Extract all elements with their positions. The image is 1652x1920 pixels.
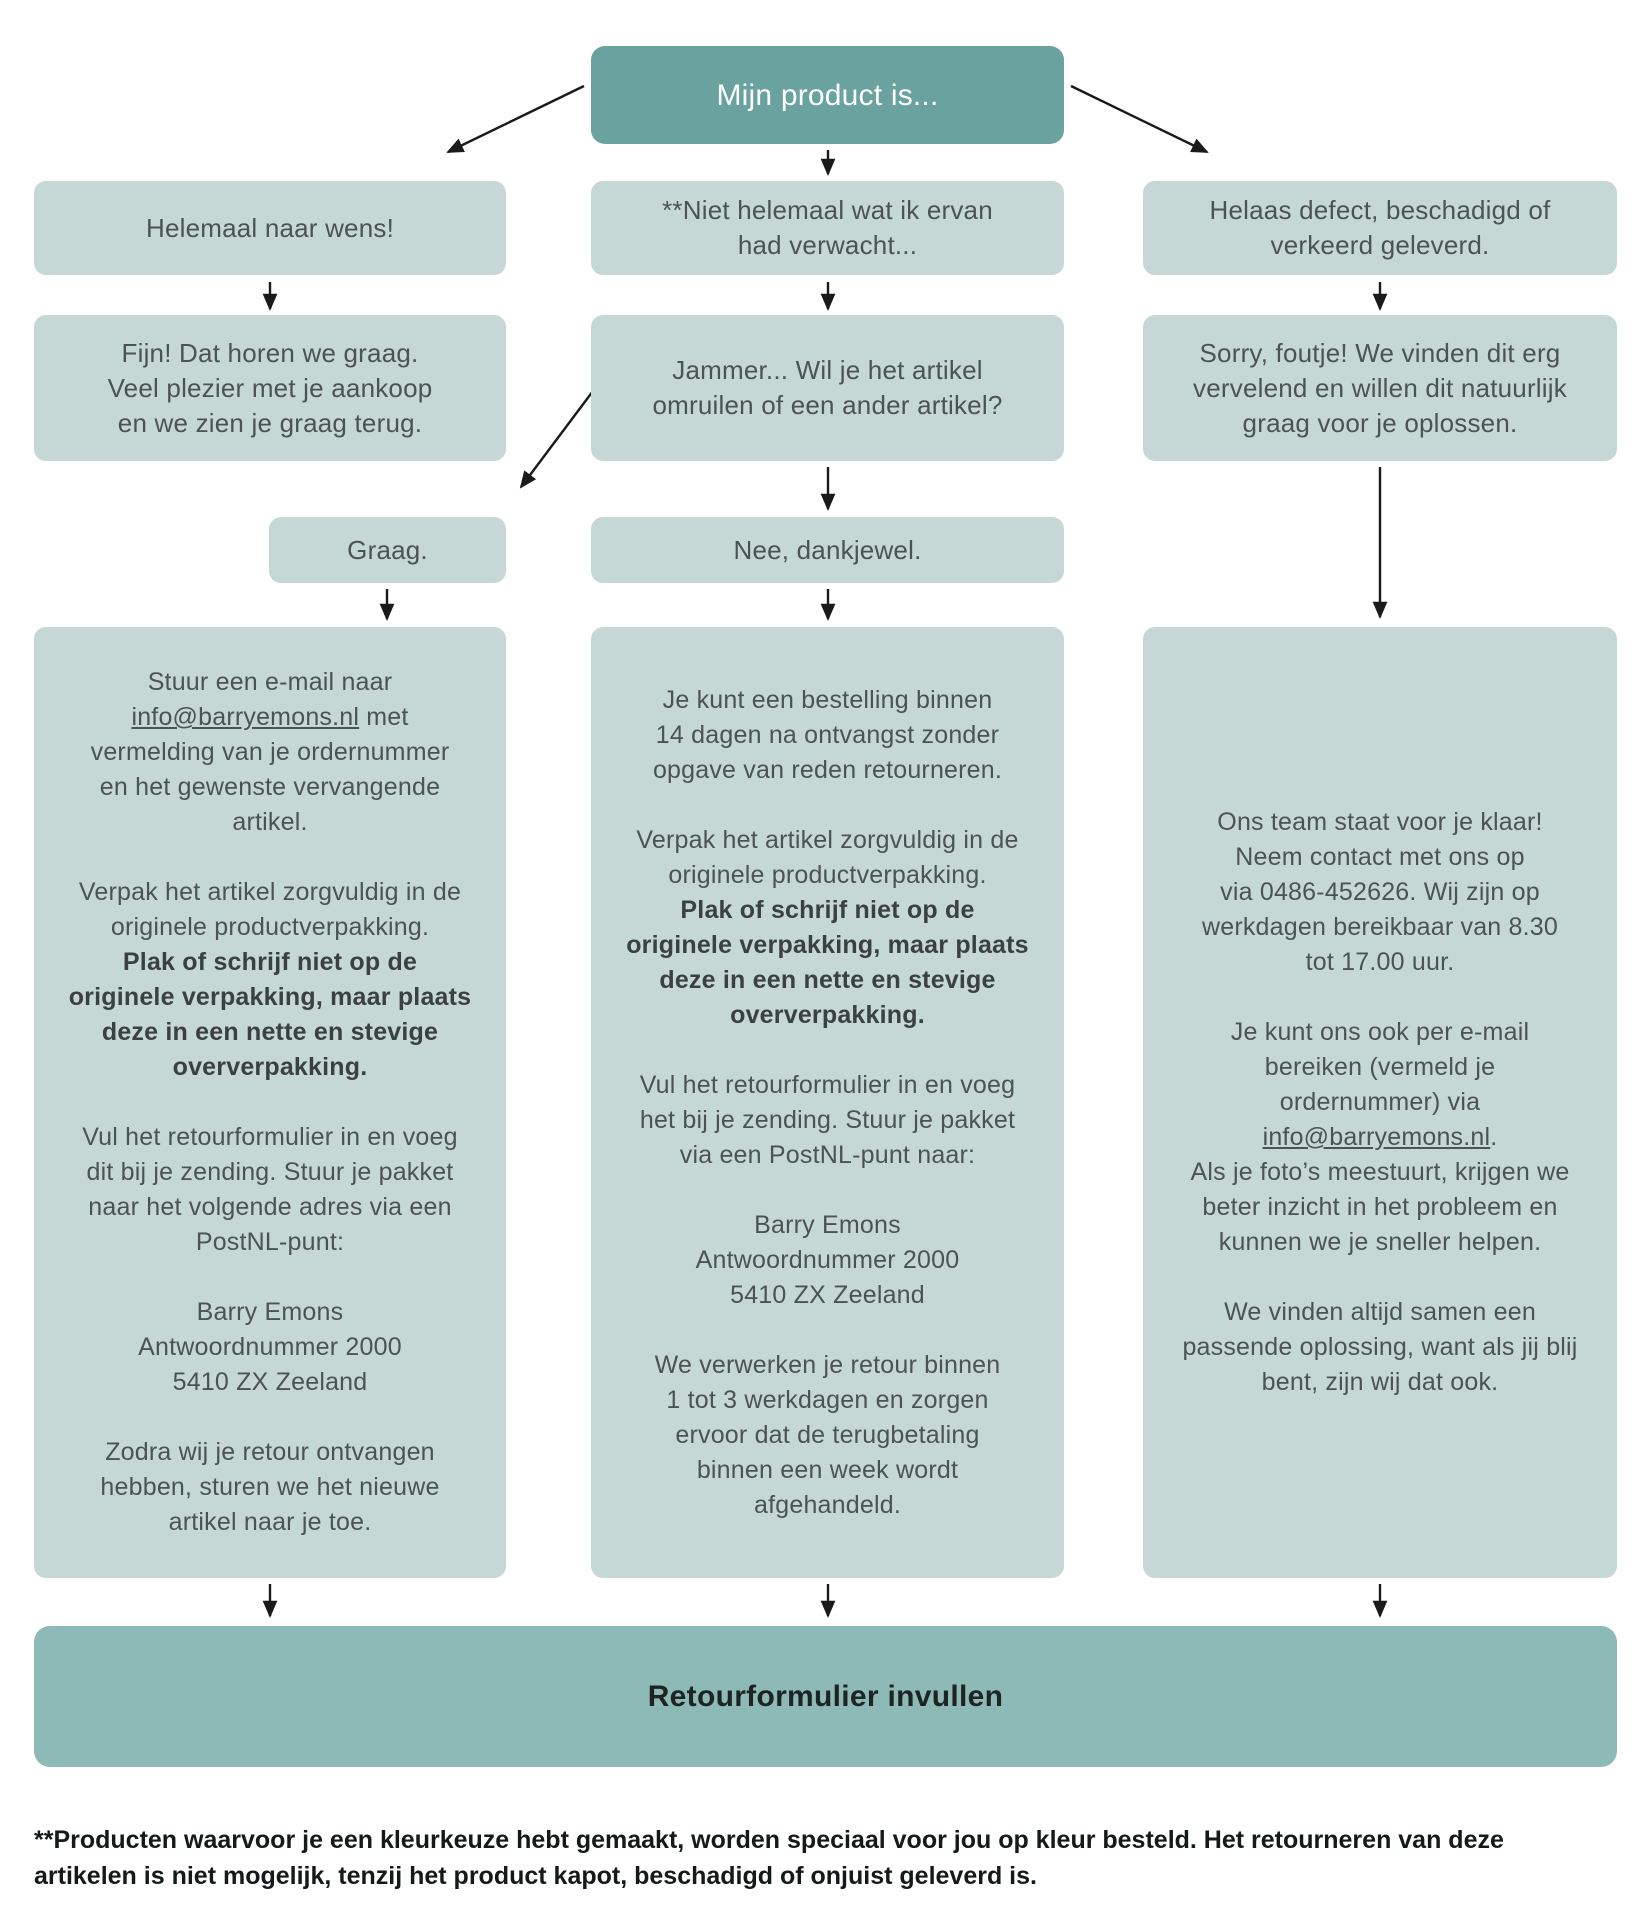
choice-graag-label: Graag. [347, 534, 428, 565]
option-left-label: Helemaal naar wens! [145, 212, 395, 243]
response-center-label: Jammer... Wil je het artikel omruilen of… [652, 355, 1003, 420]
node-root: Mijn product is... [591, 46, 1064, 144]
footnote: **Producten waarvoor je een kleurkeuze h… [34, 1826, 1504, 1890]
node-response-left: Fijn! Dat horen we graag. Veel plezier m… [34, 315, 506, 461]
response-right-label: Sorry, foutje! We vinden dit erg vervele… [1193, 337, 1567, 438]
node-detail-left: Stuur een e-mail naar info@barryemons.nl… [34, 627, 506, 1578]
choice-nee-label: Nee, dankjewel. [733, 534, 922, 565]
detail-center-p2: Verpak het artikel zorgvuldig in de orig… [636, 825, 1019, 889]
detail-center-p3: Vul het retourformulier in en voeg het b… [639, 1070, 1016, 1169]
email-link-right[interactable]: info@barryemons.nl [1262, 1123, 1491, 1151]
detail-right-p2: Je kunt ons ook per e-mail bereiken (ver… [1191, 1015, 1570, 1260]
email-link-left[interactable]: info@barryemons.nl [131, 703, 360, 731]
detail-left-p3: Vul het retourformulier in en voeg dit b… [82, 1123, 458, 1256]
arrow-root-to-right [1070, 84, 1209, 154]
detail-left-p1-after: met vermelding van je ordernummer en het… [90, 703, 450, 836]
node-choice-nee: Nee, dankjewel. [591, 517, 1064, 583]
detail-center-p5: We verwerken je retour binnen 1 tot 3 we… [654, 1350, 1001, 1519]
detail-left-p2-bold: Plak of schrijf niet op de originele ver… [68, 948, 472, 1081]
cta-label: Retourformulier invullen [647, 1679, 1004, 1713]
detail-center-address: Barry Emons Antwoordnummer 2000 5410 ZX … [695, 1210, 960, 1309]
arrow-root-to-left [446, 84, 585, 154]
detail-center-p2-bold: Plak of schrijf niet op de originele ver… [626, 895, 1029, 1029]
node-detail-center: Je kunt een bestelling binnen 14 dagen n… [591, 627, 1064, 1578]
root-label: Mijn product is... [716, 78, 939, 112]
arrow-response-to-graag [519, 386, 597, 489]
node-detail-right: Ons team staat voor je klaar! Neem conta… [1143, 627, 1617, 1578]
option-right-label: Helaas defect, beschadigd of verkeerd ge… [1209, 195, 1551, 260]
detail-left-p1-before: Stuur een e-mail naar [147, 668, 393, 696]
detail-right-p1: Ons team staat voor je klaar! Neem conta… [1201, 808, 1559, 976]
node-choice-graag: Graag. [269, 517, 506, 583]
node-response-center: Jammer... Wil je het artikel omruilen of… [591, 315, 1064, 461]
detail-left-p1: Stuur een e-mail naar info@barryemons.nl… [91, 665, 450, 840]
node-option-center: **Niet helemaal wat ik ervan had verwach… [591, 181, 1064, 275]
detail-left-address: Barry Emons Antwoordnummer 2000 5410 ZX … [138, 1298, 402, 1396]
detail-left-p2: Verpak het artikel zorgvuldig in de orig… [78, 878, 462, 941]
node-option-right: Helaas defect, beschadigd of verkeerd ge… [1143, 181, 1617, 275]
response-left-label: Fijn! Dat horen we graag. Veel plezier m… [107, 337, 433, 438]
detail-right-p2-after: . Als je foto’s meestuurt, krijgen we be… [1190, 1123, 1570, 1256]
option-center-label: **Niet helemaal wat ik ervan had verwach… [662, 195, 993, 260]
detail-left-p5: Zodra wij je retour ontvangen hebben, st… [100, 1438, 440, 1536]
detail-center-p1: Je kunt een bestelling binnen 14 dagen n… [652, 685, 1003, 784]
detail-right-p3: We vinden altijd samen een passende oplo… [1182, 1298, 1578, 1396]
node-option-left: Helemaal naar wens! [34, 181, 506, 275]
cta-retourformulier[interactable]: Retourformulier invullen [34, 1626, 1617, 1767]
detail-right-p2-before: Je kunt ons ook per e-mail bereiken (ver… [1230, 1018, 1530, 1116]
node-response-right: Sorry, foutje! We vinden dit erg vervele… [1143, 315, 1617, 461]
